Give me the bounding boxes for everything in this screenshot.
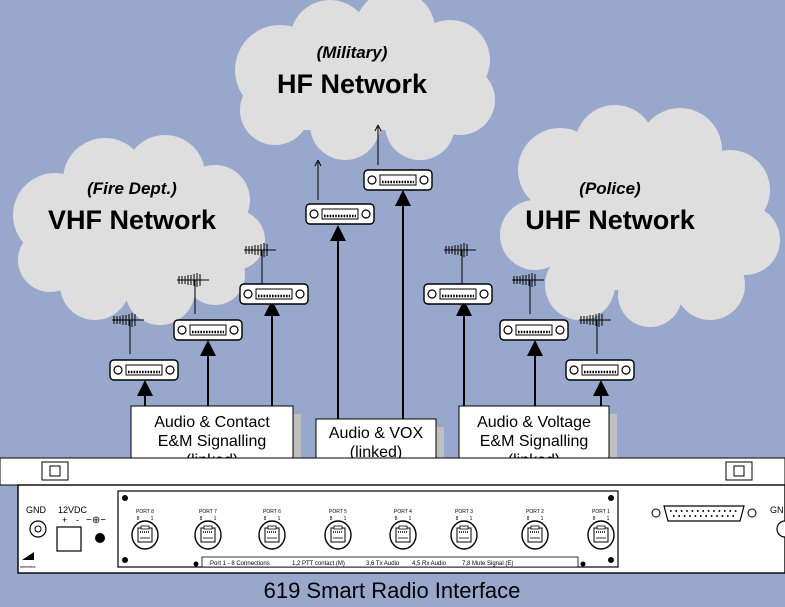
legend-tx: 3,6 Tx Audio [366,561,400,567]
port-pin-low: 1 [409,516,412,522]
port-6: PORT 68 1 [258,509,286,550]
port-pin-low: 1 [214,516,217,522]
legend-title: Port 1 - 8 Connections [210,561,270,567]
power-label: 12VDC [58,505,88,515]
brand-logo [22,552,34,560]
hf-subtitle: (Military) [317,43,388,62]
port-pin-high: 8 [137,516,140,522]
polarity-symbol: −⊕− [86,515,106,526]
rj45-jack-icon [521,520,549,550]
power-section: GND 12VDC + - −⊕− sriinetics [20,505,106,569]
link-middle-line-2: (linked) [350,444,402,461]
port-label: PORT 8 [136,509,154,515]
pin-legend-box [201,556,579,568]
port-pin-low: 1 [344,516,347,522]
port-2: PORT 28 1 [521,509,549,550]
port-label: PORT 3 [455,509,473,515]
power-indicator [95,533,105,543]
uhf-subtitle: (Police) [579,179,641,198]
link-left-line-2: E&M Signalling [158,433,267,450]
port-pin-high: 8 [527,516,530,522]
port-pin-high: 8 [456,516,459,522]
rj45-jack-icon [389,520,417,550]
hf-radio-2 [362,168,434,192]
rj45-jack-icon [587,520,615,550]
rj45-jack-icon [324,520,352,550]
legend-mute: 7,8 Mute Signal (E) [462,561,513,567]
port-label: PORT 2 [526,509,544,515]
power-jack [56,526,82,552]
gnd-right-terminal [776,520,785,538]
link-right-line-2: E&M Signalling [480,433,589,450]
hf-cloud [235,0,495,160]
db25-connector [651,505,757,522]
port-pin-low: 1 [151,516,154,522]
port-8: PORT 88 1 [131,509,159,550]
hf-title: HF Network [277,69,428,99]
rj45-jack-icon [131,520,159,550]
vhf-subtitle: (Fire Dept.) [87,179,177,198]
port-pin-high: 8 [264,516,267,522]
port-pin-high: 8 [330,516,333,522]
port-label: PORT 7 [199,509,217,515]
link-middle-line-1: Audio & VOX [329,425,424,442]
uhf-title: UHF Network [525,205,695,235]
gnd-right-label: GN [770,505,784,515]
brand-text: sriinetics [20,564,36,569]
vhf-radio-3 [238,282,310,306]
port-label: PORT 5 [329,509,347,515]
power-plus: + [62,515,67,525]
legend-rx: 4,5 Rx Audio [412,561,447,567]
port-pin-high: 8 [200,516,203,522]
port-label: PORT 1 [592,509,610,515]
caption: 619 Smart Radio Interface [264,578,521,603]
port-5: PORT 58 1 [324,509,352,550]
uhf-radio-1 [422,282,494,306]
port-1: PORT 18 1 [587,509,615,550]
port-pin-low: 1 [541,516,544,522]
uhf-radio-2 [498,318,570,342]
port-pin-low: 1 [278,516,281,522]
hf-radio-1 [304,202,376,226]
port-label: PORT 4 [394,509,412,515]
rj45-jack-icon [450,520,478,550]
port-7: PORT 78 1 [194,509,222,550]
uhf-radio-3 [564,358,636,382]
vhf-cloud [13,135,265,325]
uhf-cloud [500,105,780,327]
port-pin-low: 1 [470,516,473,522]
vhf-radio-1 [108,358,180,382]
power-minus: - [76,515,79,525]
rj45-jack-icon [194,520,222,550]
port-3: PORT 38 1 [450,509,478,550]
legend-ptt: 1,2 PTT contact (M) [292,561,345,567]
port-4: PORT 48 1 [389,509,417,550]
rj45-jack-icon [258,520,286,550]
gnd-left-label: GND [26,505,47,515]
link-right-line-1: Audio & Voltage [477,414,591,431]
port-pin-high: 8 [395,516,398,522]
link-left-line-1: Audio & Contact [154,414,270,431]
port-label: PORT 6 [263,509,281,515]
port-pin-high: 8 [593,516,596,522]
vhf-title: VHF Network [48,205,217,235]
port-pin-low: 1 [607,516,610,522]
vhf-radio-2 [172,318,244,342]
